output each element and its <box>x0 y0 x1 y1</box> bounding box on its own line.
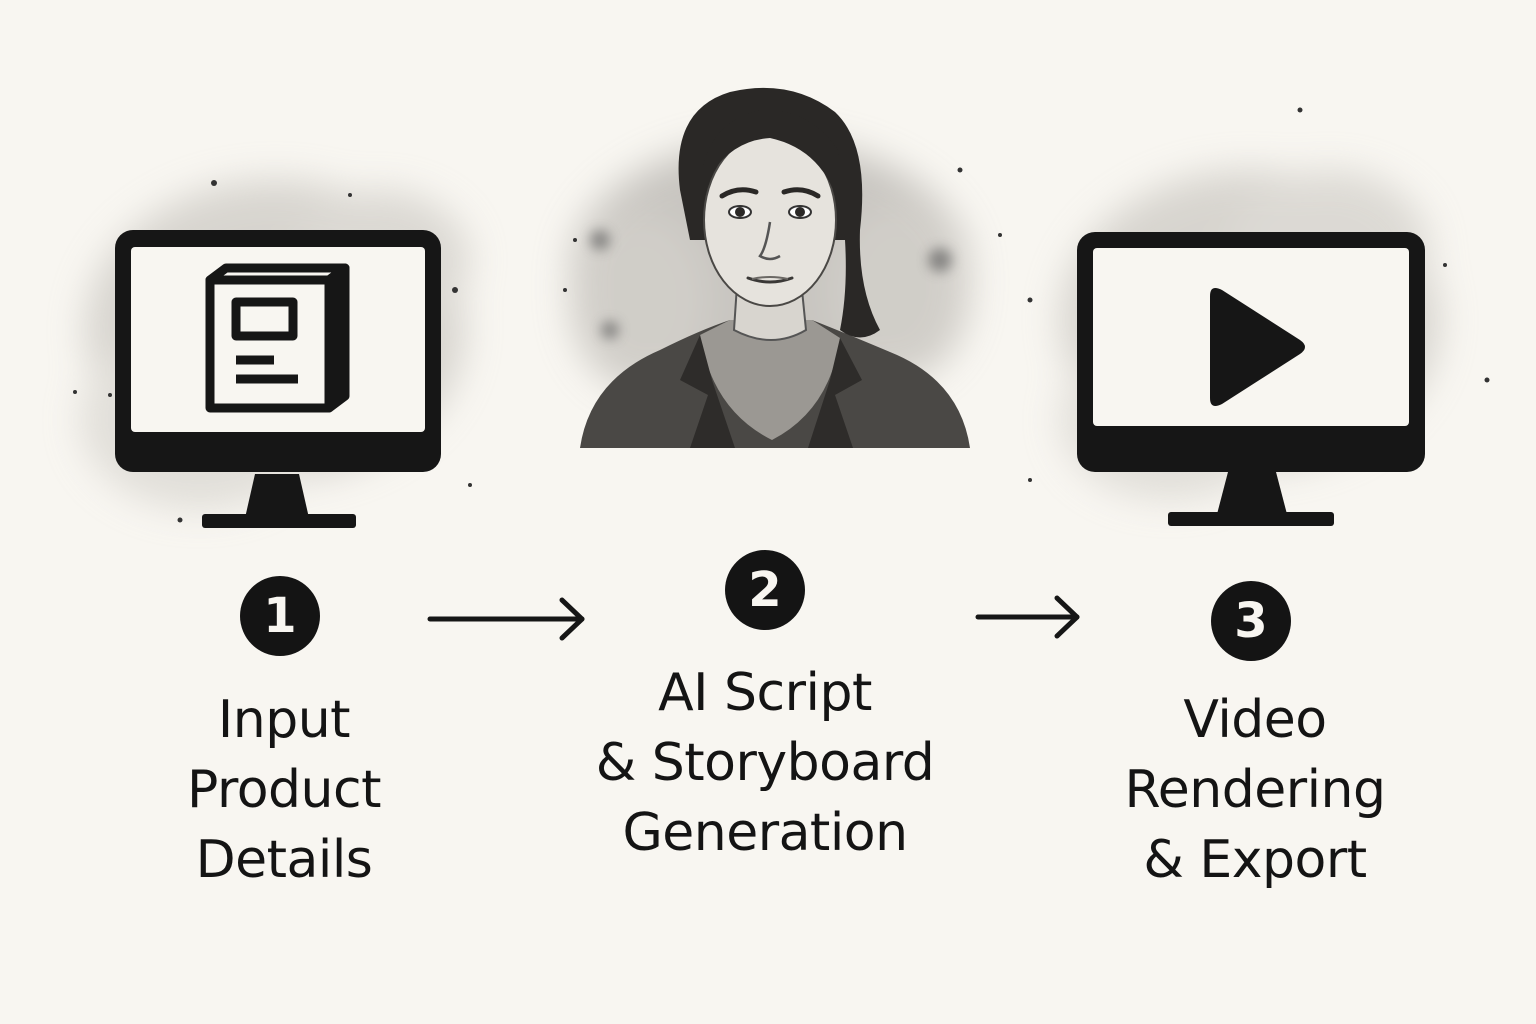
product-box-icon <box>205 263 350 413</box>
step-label-line: Details <box>195 830 373 890</box>
ink-speckles <box>73 107 1490 523</box>
step-label-line: Video <box>1183 690 1327 750</box>
step-label-line: Input <box>217 690 351 750</box>
step-number-badge: 1 <box>240 576 320 656</box>
step-label: AI Script & Storyboard Generation <box>560 658 970 868</box>
step-label-line: Generation <box>622 803 908 863</box>
step-number-badge: 3 <box>1211 581 1291 661</box>
step-label: Video Rendering & Export <box>1090 685 1420 895</box>
arrow-icon <box>427 597 585 641</box>
step-label: Input Product Details <box>134 685 434 895</box>
step-label-line: & Storyboard <box>595 733 935 793</box>
arrow-icon <box>975 595 1080 639</box>
step-number-badge: 2 <box>725 550 805 630</box>
woman-portrait <box>580 87 970 448</box>
step-label-line: Product <box>187 760 381 820</box>
step-label-line: AI Script <box>658 663 872 723</box>
play-icon <box>1210 288 1305 406</box>
step-label-line: & Export <box>1143 830 1367 890</box>
monitor-product-box-icon <box>115 230 441 528</box>
step-label-line: Rendering <box>1124 760 1386 820</box>
monitor-play-icon <box>1077 232 1425 526</box>
